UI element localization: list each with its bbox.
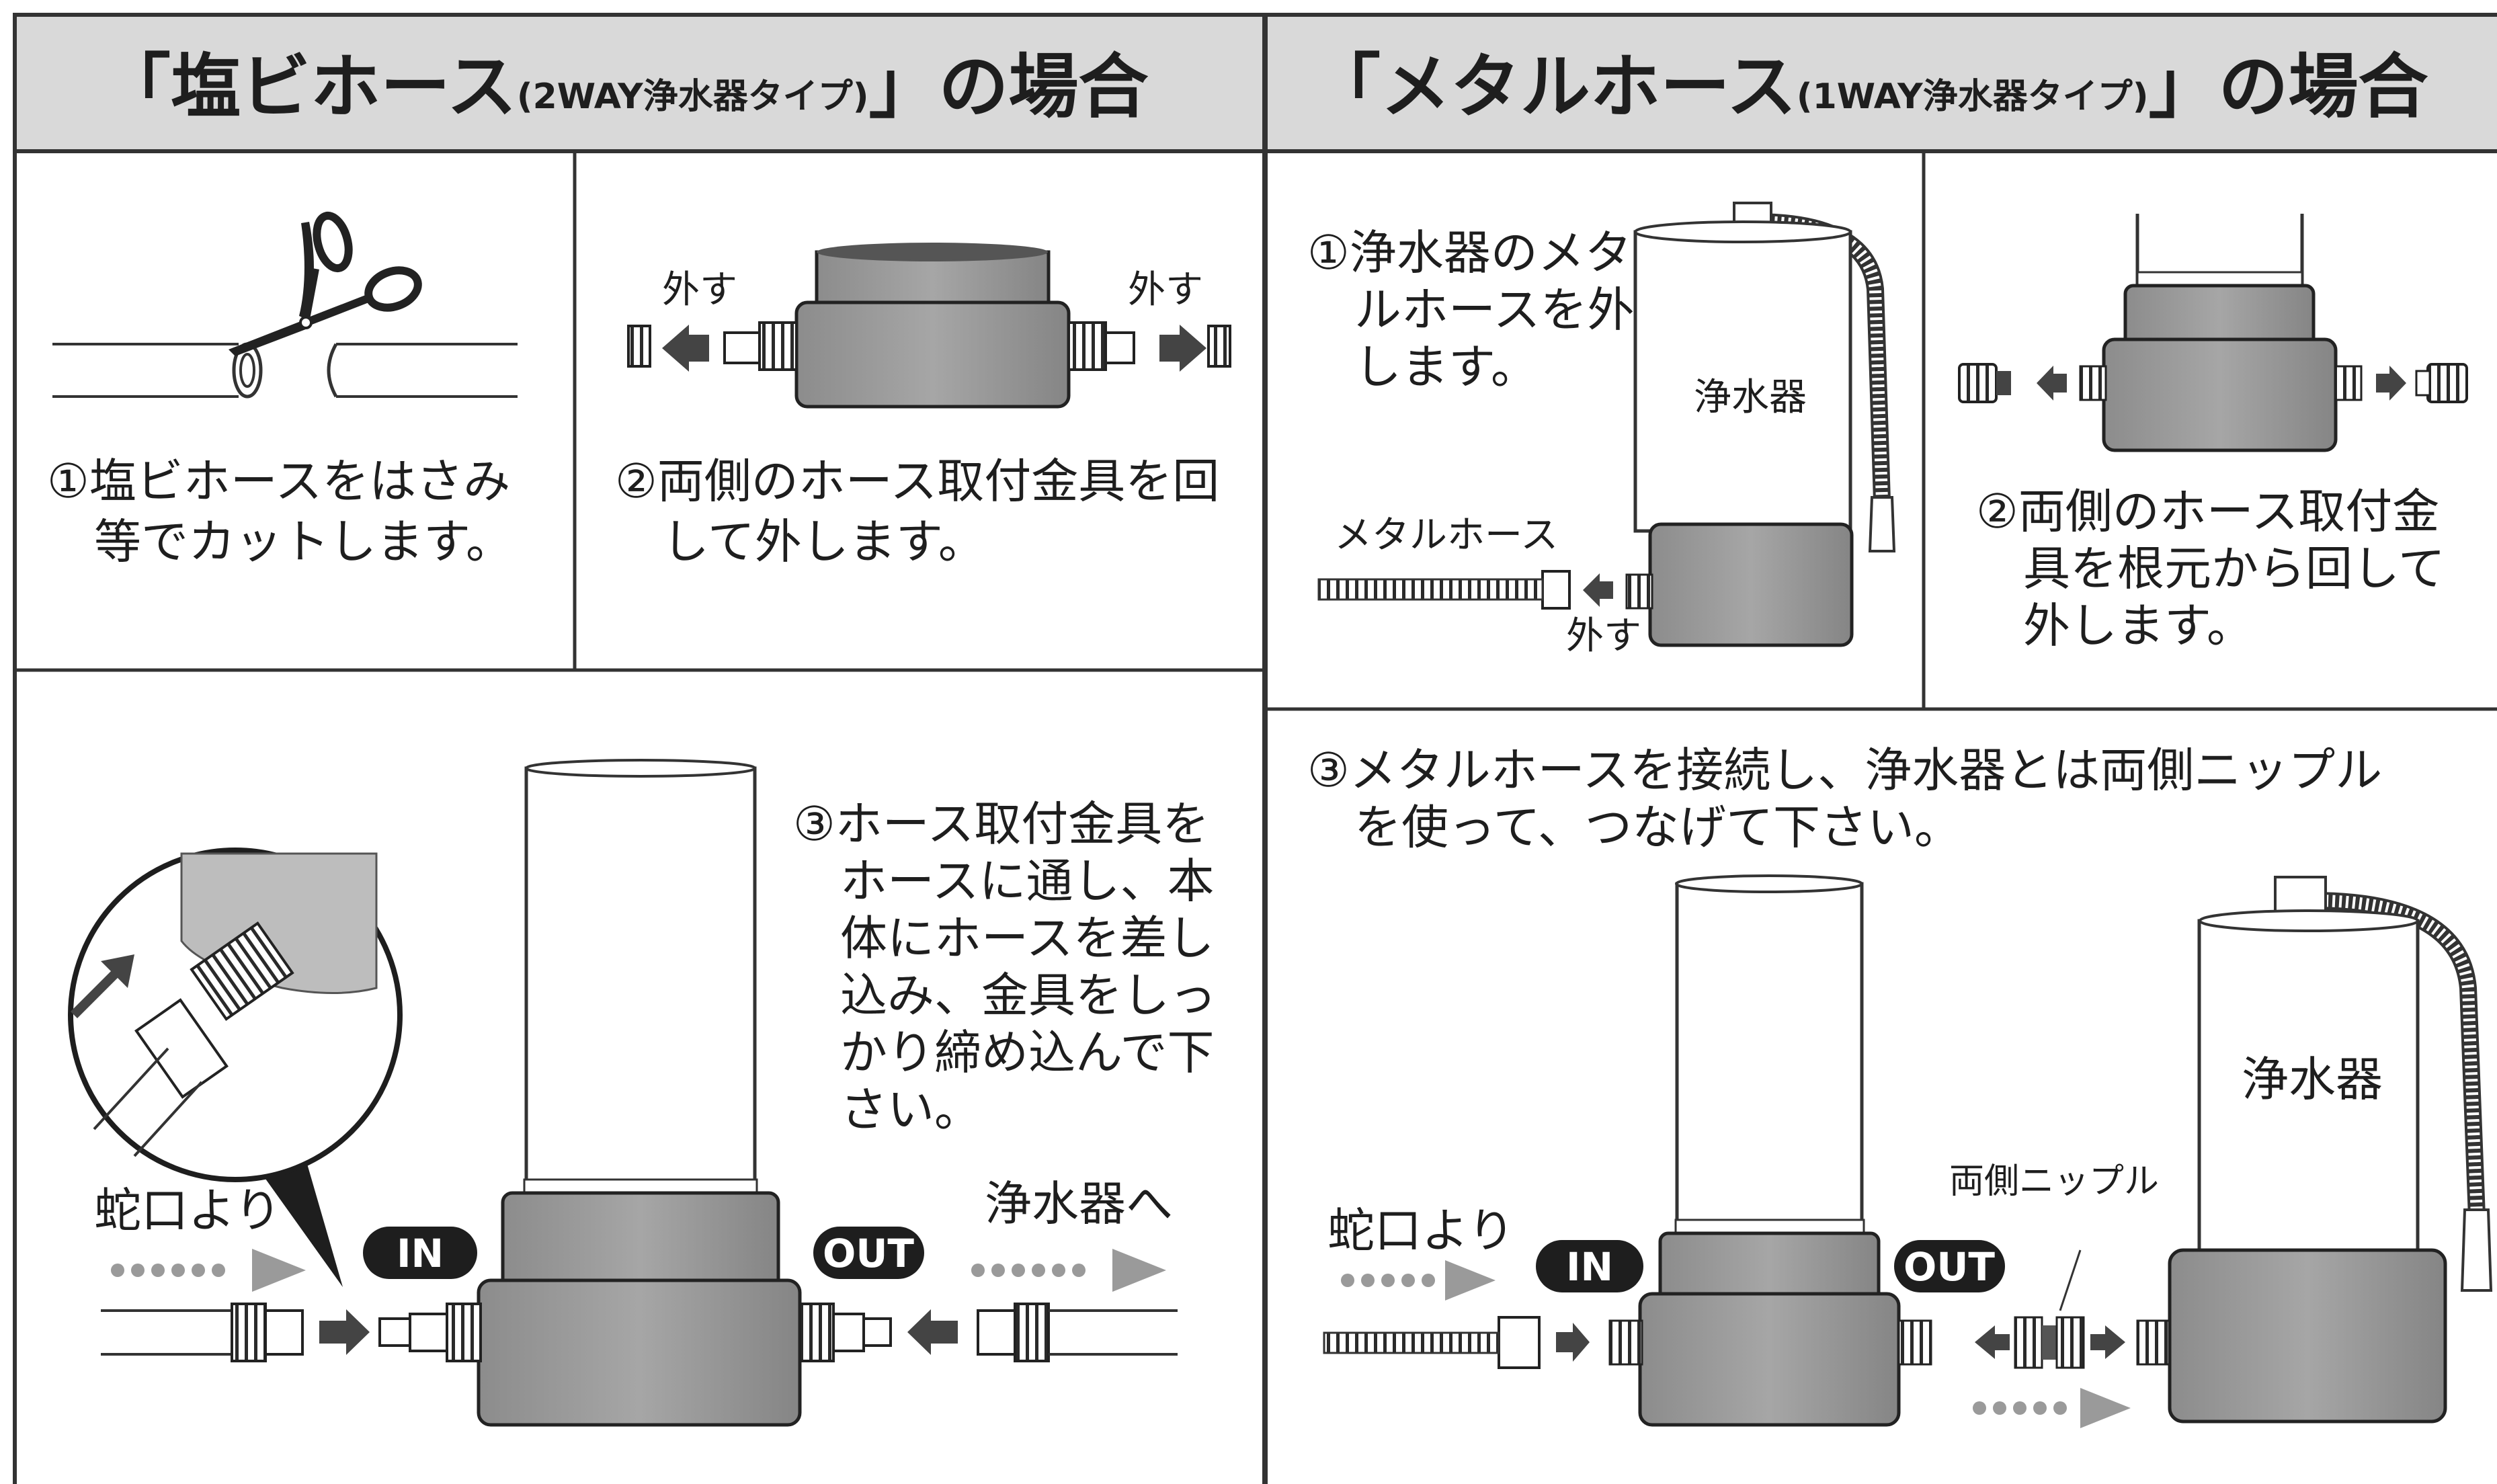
left-to-purifier-label: 浄水器へ [985,1176,1173,1231]
left-remove-label-a: 外す [662,268,737,312]
arrow-left-icon [907,1309,958,1355]
svg-text:IN: IN [397,1231,444,1276]
arrow-right-icon [2090,1325,2125,1359]
right-out-pill: OUT [1894,1240,2005,1292]
remove-fittings-illustration [627,243,1231,409]
right-metal-hose-label: メタルホース [1334,513,1558,557]
left-flow-dots-in [111,1249,306,1292]
arrow-right-icon [1159,325,1206,372]
right-step1-purifier-label: 浄水器 [1694,376,1807,419]
right-step3-text: ③メタルホースを接続し、浄水器とは両側ニップル を使って、つなげて下さい。 [1307,743,2398,855]
arrow-right-icon [2376,366,2406,401]
right-step3-purifier-label: 浄水器 [2242,1052,2383,1107]
left-out-pill: OUT [813,1227,924,1279]
pvc-hose-right-piece [327,343,518,398]
right-flow-dots-in [1341,1260,1496,1301]
left-in-hose [101,1303,370,1362]
right-nipple-connection [1975,1249,2171,1369]
svg-text:OUT: OUT [1904,1244,1995,1290]
left-panel-title: 「塩ビホース(2WAY浄水器タイプ)」の場合 [101,46,1149,128]
left-in-pill: IN [363,1227,477,1279]
frame [13,13,2497,1484]
left-step2-text: ②両側のホース取付金具を回 して外します。 [615,454,1235,569]
arrow-left-icon [2037,366,2067,401]
right-header-band [1267,17,2497,151]
scissors-icon [229,211,422,356]
left-step3-text: ③ホース取付金具を ホースに通し、本 体にホースを差し 込み、金具をしっ かり締… [793,796,1231,1137]
svg-text:IN: IN [1566,1244,1613,1290]
right-in-pill: IN [1536,1240,1643,1292]
arrow-left-icon [1583,573,1613,607]
right-step1-remove-label: 外す [1566,614,1641,658]
left-step1-text: ①塩ビホースをはさみ 等でカットします。 [47,454,526,569]
right-target-purifier [2168,876,2493,1424]
left-remove-label-b: 外す [1128,268,1203,312]
flow-arrow-icon [1445,1260,1496,1301]
left-flow-dots-out [971,1249,1166,1292]
right-flow-dots-bottom [1973,1388,2131,1428]
left-out-hose [907,1303,1178,1362]
right-step2-text: ②両側のホース取付金 具を根元から回して 外します。 [1976,484,2460,653]
left-header-band [17,17,1264,151]
push-arrow-icon [71,954,134,1018]
right-panel-title: 「メタルホース(1WAY浄水器タイプ)」の場合 [1311,46,2428,128]
arrow-left-icon [1975,1325,2010,1359]
right-from-faucet-label: 蛇口より [1327,1203,1515,1258]
right-step1-text: ①浄水器のメタ ルホースを外 します。 [1307,225,1649,395]
cut-hose-illustration [52,211,518,399]
right-faucet-side-purifier [1323,874,1932,1427]
zoom-callout [68,848,403,1287]
left-purifier-illustration [378,759,892,1427]
right-purifier-step1 [1317,202,1896,647]
arrow-right-icon [319,1309,370,1355]
pvc-hose-left-piece [52,342,263,399]
right-nipple-label: 両側ニップル [1949,1161,2159,1202]
svg-text:OUT: OUT [823,1231,914,1276]
flow-arrow-icon [2080,1388,2131,1428]
flow-arrow-icon [1112,1249,1166,1292]
flow-arrow-icon [252,1249,306,1292]
arrow-left-icon [662,325,709,372]
left-from-faucet-label: 蛇口より [94,1183,282,1238]
right-remove-fittings-illustration [1958,214,2468,452]
arrow-right-icon [1556,1323,1590,1362]
